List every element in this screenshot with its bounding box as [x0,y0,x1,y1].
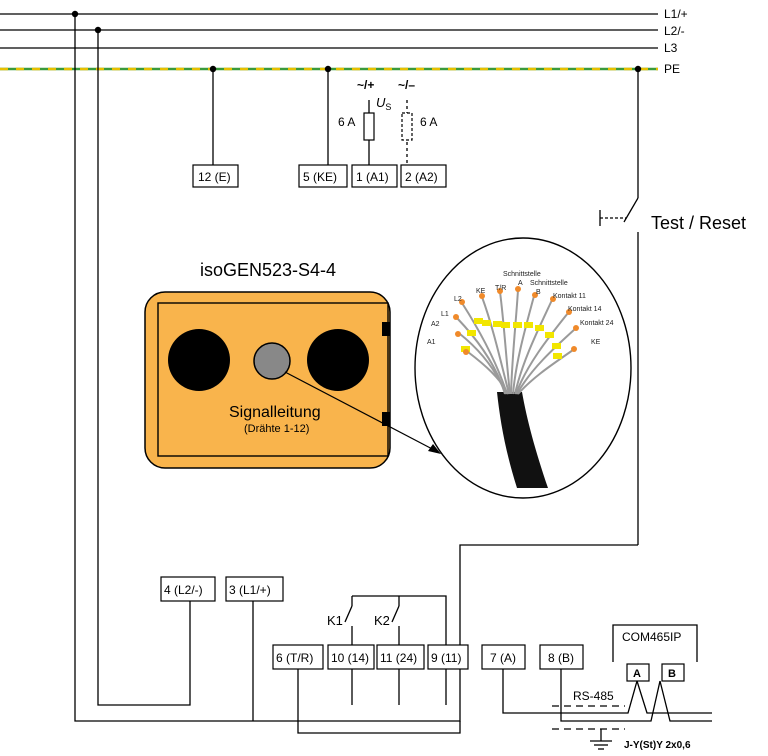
cable-label-kontakt-11: Kontakt 11 [553,293,586,300]
device-port-left [168,329,230,391]
test-reset-switch: Test / Reset [599,69,746,545]
terminal-label: 11 (24) [380,651,417,665]
wire-7a [502,669,638,714]
cable-label-a2: A2 [431,321,440,328]
cable-label-ke-right: KE [591,339,601,346]
cable-label-kontakt-24: Kontakt 24 [580,320,614,327]
cable-label-ke-left: KE [476,288,486,295]
terminal-1a1: 1 (A1) [351,164,398,188]
signal-pointer-arrowhead [428,444,441,454]
fuse-1 [363,112,375,141]
device-housing: Signalleitung (Drähte 1-12) [144,291,391,469]
cable-label-tr: T/R [495,285,506,292]
fuse-1-label: 6 A [338,115,355,129]
bus-label-l3: L3 [664,41,678,55]
device-signal-sublabel: (Drähte 1-12) [244,423,309,435]
terminal-6tr: 6 (T/R) [272,644,324,670]
com465ip-device: COM465IP A B [612,624,712,722]
bus-label-pe: PE [664,62,680,76]
fuse-2 [401,112,413,141]
terminal-label: 1 (A1) [356,170,389,184]
cable-type-label: J-Y(St)Y 2x0,6 [624,740,691,751]
device-signal-port [253,342,291,380]
signal-pointer [284,371,439,453]
terminal-5ke: 5 (KE) [298,164,348,188]
fuse-2-label: 6 A [420,115,437,129]
bus-lines: L1/+ L2/- L3 PE [0,7,688,76]
terminal-label: 10 (14) [331,651,369,665]
terminal-12e: 12 (E) [192,164,239,188]
terminal-label: 5 (KE) [303,170,337,184]
terminal-8b: 8 (B) [539,644,584,670]
relay-contacts: K1 K2 [327,595,447,645]
cable-label-l1: L1 [441,311,449,318]
supply-plus-label: ~/+ [357,78,374,92]
wire-8b [560,669,661,722]
terminal-label: 12 (E) [198,170,231,184]
terminal-label: 4 (L2/-) [164,583,203,597]
com-terminal-b-label: B [668,668,676,680]
terminal-4l2: 4 (L2/-) [160,576,216,602]
terminal-10: 10 (14) [327,644,375,670]
device-signal-label: Signalleitung [229,404,321,421]
rs485-label: RS-485 [573,689,614,703]
relay-k1-label: K1 [327,613,343,628]
supply-voltage-label: US [376,95,391,112]
com-terminal-a-label: A [633,668,641,680]
device-port-right [307,329,369,391]
cable-label-schnittstelle-b: Schnittstelle [530,280,568,287]
terminal-7a: 7 (A) [481,644,526,670]
ground-icon [590,729,612,750]
com-terminal-b [661,663,685,682]
test-reset-label: Test / Reset [651,213,746,233]
cable-label-schnittstelle-a: Schnittstelle [503,271,541,278]
bus-label-l1: L1/+ [664,7,688,21]
bus-label-l2: L2/- [664,24,685,38]
cable-label-b: B [536,289,541,296]
terminal-3l1: 3 (L1/+) [225,576,284,602]
terminal-label: 8 (B) [548,651,574,665]
relay-k2-label: K2 [374,613,390,628]
terminal-label: 3 (L1/+) [229,583,271,597]
junction-dots [71,10,642,73]
device-title: isoGEN523-S4-4 [200,260,336,280]
com-terminal-a [626,663,650,682]
cable-label-l2: L2 [454,296,462,303]
terminal-9: 9 (11) [427,644,469,670]
terminal-11: 11 (24) [376,644,425,670]
com465ip-label: COM465IP [622,630,681,644]
cable-label-a: A [518,280,523,287]
wire-l2-feed [97,30,191,706]
terminal-label: 9 (11) [431,651,461,665]
cable-detail: A1 A2 L1 L2 KE T/R Schnittstelle A Schni… [414,237,632,499]
wire-6tr-loop [297,669,461,734]
terminal-label: 2 (A2) [405,170,438,184]
cable-label-kontakt-14: Kontakt 14 [568,306,602,313]
supply-minus-label: ~/– [398,78,415,92]
cable-label-a1: A1 [427,339,436,346]
terminal-label: 7 (A) [490,651,516,665]
terminal-2a2: 2 (A2) [400,164,447,188]
terminal-label: 6 (T/R) [276,651,313,665]
